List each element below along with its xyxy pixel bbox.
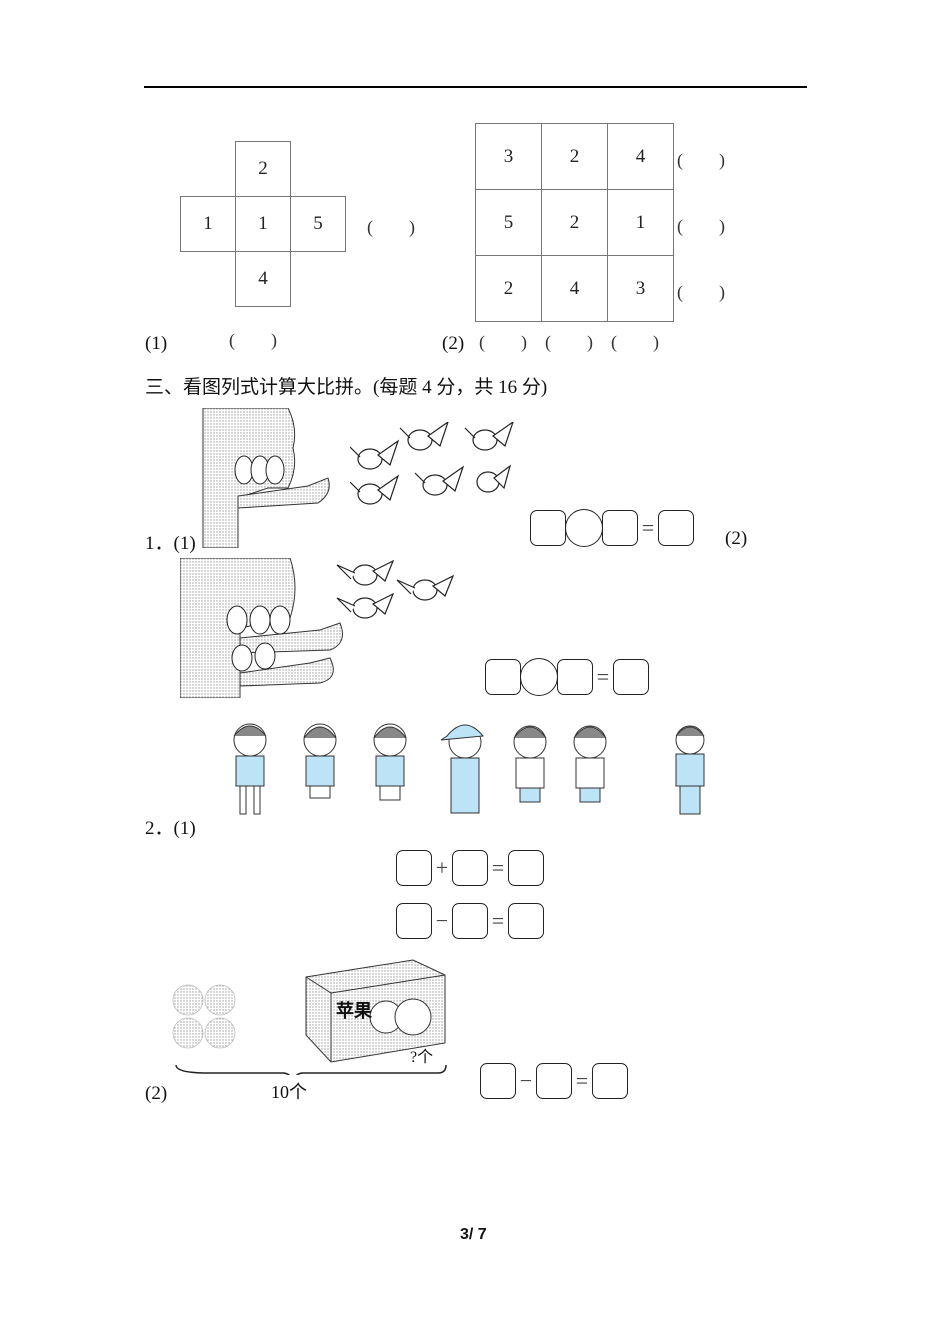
equation-1-1: = [530,509,694,547]
equals-sign: = [575,1068,589,1093]
equals-sign: = [596,664,610,689]
flying-birds-3 [336,560,455,619]
grid-cell: 1 [607,189,674,256]
section-heading: 三、看图列式计算大比拼。(每题 4 分，共 16 分) [145,377,548,398]
total-count-label: 10个 [271,1082,307,1102]
grid-cell: 5 [475,189,542,256]
q1-number-text: 1． [145,533,174,554]
q2-number: 2．(1) [145,813,196,840]
answer-box[interactable] [452,850,488,886]
grid-cell: 3 [607,255,674,322]
equation-2-1-add: + = [396,850,544,886]
grid-cell: 2 [541,123,608,190]
q2-label: (2) [442,333,465,354]
answer-box[interactable] [530,510,566,546]
tree-birds-image-1 [202,408,330,548]
answer-blank-bottom[interactable]: ( ) [229,330,277,350]
answer-box[interactable] [536,1063,572,1099]
tree-birds-image-2 [180,558,343,698]
apples-box-image [172,959,447,1075]
flying-birds-6 [350,422,514,505]
page-number: 3/ 7 [460,1226,487,1243]
answer-box[interactable] [602,510,638,546]
answer-box[interactable] [658,510,694,546]
row-blank-3[interactable]: ( ) [677,282,725,302]
children-image [233,723,705,815]
minus-sign: − [519,1068,533,1093]
grid-cell: 4 [607,123,674,190]
operator-circle[interactable] [565,509,603,547]
col-blank-2[interactable]: ( ) [545,332,593,352]
equals-sign: = [491,855,505,880]
equation-1-2: = [485,658,649,696]
row-blank-2[interactable]: ( ) [677,216,725,236]
grid-cell: 2 [541,189,608,256]
q1-sub2-label: (2) [725,528,748,549]
col-blank-3[interactable]: ( ) [611,332,659,352]
equation-2-1-sub: − = [396,903,544,939]
q1-label: (1) [145,333,168,354]
minus-sign: − [435,908,449,933]
answer-box[interactable] [396,850,432,886]
row-blank-1[interactable]: ( ) [677,150,725,170]
header-rule [144,86,807,88]
answer-box[interactable] [592,1063,628,1099]
net-cell-bottom: 4 [235,251,291,307]
answer-box[interactable] [508,903,544,939]
answer-box[interactable] [480,1063,516,1099]
net-cell-center: 1 [235,196,291,252]
answer-blank-right[interactable]: ( ) [367,217,415,237]
net-cell-left: 1 [180,196,236,252]
equals-sign: = [491,908,505,933]
box-label: 苹果 [336,1001,372,1022]
grid-cell: 4 [541,255,608,322]
plus-sign: + [435,855,449,880]
q1-sub1-label: (1) [173,533,196,554]
net-cell-top: 2 [235,141,291,197]
answer-box[interactable] [485,659,521,695]
answer-box[interactable] [557,659,593,695]
grid-cell: 3 [475,123,542,190]
q2-sub2-label: (2) [145,1083,168,1104]
answer-box[interactable] [396,903,432,939]
equals-sign: = [641,515,655,540]
answer-box[interactable] [508,850,544,886]
net-cell-right: 5 [290,196,346,252]
answer-box[interactable] [452,903,488,939]
q2-sub1-label: (1) [173,818,196,839]
col-blank-1[interactable]: ( ) [479,332,527,352]
answer-box[interactable] [613,659,649,695]
equation-2-2: − = [480,1063,628,1099]
grid-cell: 2 [475,255,542,322]
q1-number: 1．(1) [145,528,196,555]
unknown-count-label: ?个 [410,1049,434,1066]
operator-circle[interactable] [520,658,558,696]
q2-number-text: 2． [145,818,174,839]
